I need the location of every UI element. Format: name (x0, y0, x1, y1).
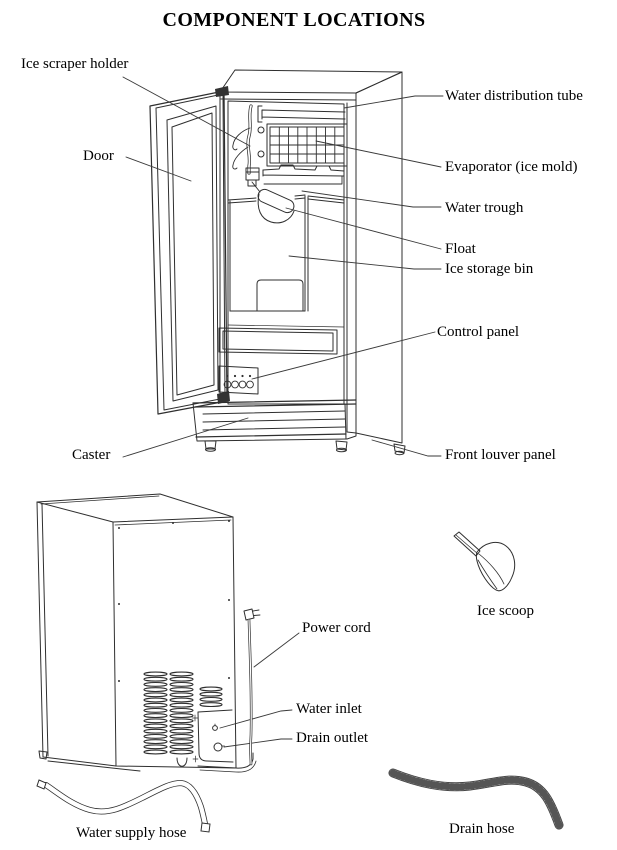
ice-storage-bin-drawing (227, 194, 345, 312)
front-view-drawing (149, 69, 406, 456)
ice-scoop-drawing (453, 531, 516, 592)
leader-door (125, 156, 192, 182)
water-inlet-drawing (212, 725, 218, 731)
label-ice-storage-bin: Ice storage bin (445, 261, 534, 277)
float-drawing (257, 188, 295, 224)
label-ice-scraper-holder: Ice scraper holder (21, 56, 129, 72)
casters-drawing (204, 440, 406, 456)
leader-evaporator (315, 140, 442, 168)
label-power-cord: Power cord (302, 620, 371, 636)
label-ice-scoop: Ice scoop (477, 603, 535, 619)
door-hinge-top (215, 86, 229, 97)
rear-cabinet-body (36, 493, 257, 773)
label-water-distribution-tube: Water distribution tube (445, 88, 583, 104)
leader-float (285, 207, 442, 250)
label-water-supply-hose: Water supply hose (76, 825, 187, 841)
leader-control-panel (251, 331, 436, 380)
water-supply-hose-drawing (36, 779, 211, 833)
ice-scraper-holder-drawing (232, 104, 265, 193)
label-control-panel: Control panel (437, 324, 520, 340)
leader-ice-scraper-holder (122, 76, 251, 147)
front-louver-panel-drawing (192, 399, 357, 442)
label-evaporator: Evaporator (ice mold) (445, 159, 578, 175)
leader-power-cord (253, 632, 300, 668)
leader-caster (122, 417, 249, 458)
leader-front-louver-panel (371, 439, 442, 457)
evaporator-grid-drawing (266, 123, 348, 167)
leader-drain-outlet (223, 738, 293, 748)
leader-ice-storage-bin (288, 255, 442, 270)
rear-view-drawing (36, 493, 261, 773)
page-title: COMPONENT LOCATIONS (162, 9, 426, 31)
leader-water-inlet (219, 709, 293, 729)
label-caster: Caster (72, 447, 111, 463)
door-drawing (149, 86, 230, 415)
rear-vents (143, 671, 223, 755)
leader-water-trough (301, 190, 442, 208)
drain-outlet-drawing (213, 742, 223, 752)
label-door: Door (83, 148, 114, 164)
leader-water-distribution-tube (343, 95, 444, 109)
leader-lines (122, 76, 444, 748)
drain-hose-drawing (388, 768, 564, 830)
label-drain-hose: Drain hose (449, 821, 515, 837)
label-drain-outlet: Drain outlet (296, 730, 369, 746)
water-trough-drawing (262, 164, 345, 185)
power-cord-drawing (243, 608, 261, 766)
door-hinge-bottom (217, 391, 230, 404)
label-water-trough: Water trough (445, 200, 524, 216)
control-panel-drawing (218, 365, 259, 395)
water-distribution-tube-drawing (257, 105, 346, 123)
cabinet-body (218, 69, 403, 444)
label-water-inlet: Water inlet (296, 701, 362, 717)
inlet-outlet-panel-drawing (197, 709, 234, 763)
label-front-louver-panel: Front louver panel (445, 447, 556, 463)
label-float: Float (445, 241, 476, 257)
